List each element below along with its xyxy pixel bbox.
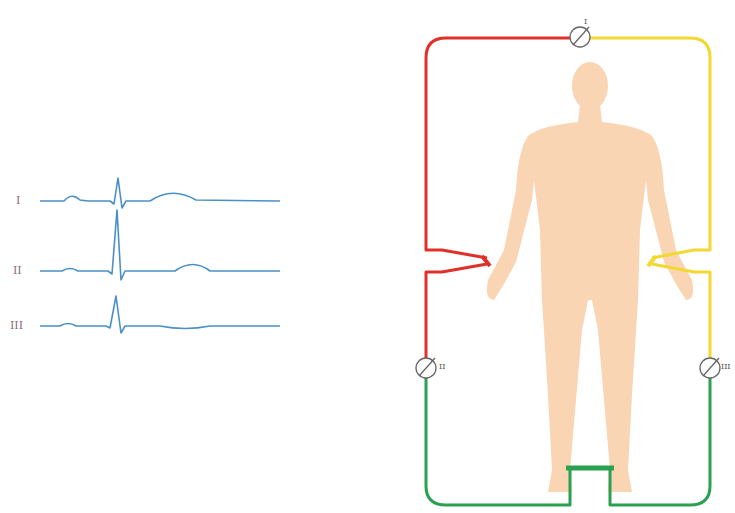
hand-electrode bbox=[648, 256, 656, 266]
meter-needle bbox=[573, 27, 589, 45]
wire-yellow bbox=[652, 264, 710, 358]
ecg-trace bbox=[40, 210, 280, 280]
hand-electrode bbox=[482, 256, 490, 266]
body-silhouette bbox=[487, 62, 693, 492]
meter-label: II bbox=[439, 363, 445, 371]
galvanometer bbox=[416, 358, 436, 378]
meter-label: I bbox=[584, 18, 587, 26]
ecg-trace bbox=[40, 296, 280, 333]
galvanometers bbox=[416, 27, 720, 378]
ecg-trace bbox=[40, 178, 280, 208]
lead-label: II bbox=[13, 265, 22, 276]
lead-label: I bbox=[16, 195, 20, 206]
wire-yellow bbox=[590, 38, 710, 258]
wire-green bbox=[426, 378, 710, 505]
meter-needle bbox=[703, 358, 719, 376]
ecg-traces bbox=[40, 178, 280, 333]
wire-red bbox=[426, 38, 570, 258]
lead-wires bbox=[426, 38, 710, 505]
meter-needle bbox=[419, 358, 435, 376]
wire-red bbox=[426, 264, 487, 358]
foot-electrode bbox=[566, 466, 614, 471]
galvanometer bbox=[570, 27, 590, 47]
galvanometer bbox=[700, 358, 720, 378]
lead-label: III bbox=[10, 320, 23, 331]
meter-label: III bbox=[721, 363, 730, 371]
